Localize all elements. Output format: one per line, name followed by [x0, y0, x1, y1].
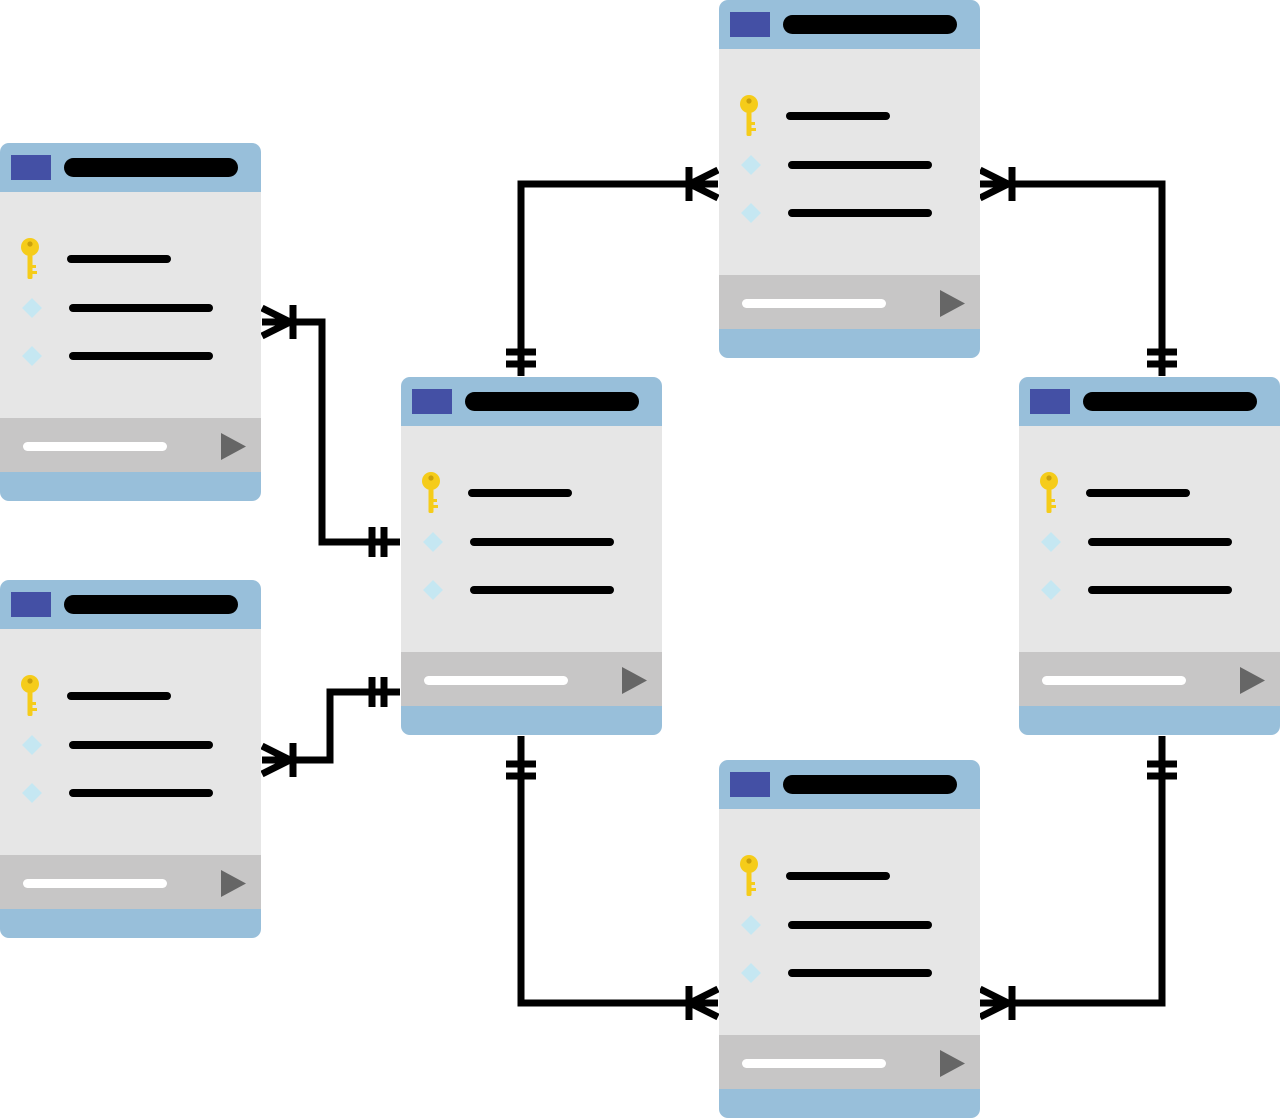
key-icon: [740, 95, 758, 136]
table-badge: [730, 772, 770, 797]
table-badge: [11, 592, 51, 617]
field-name-bar: [786, 112, 890, 120]
field-name-bar: [470, 538, 614, 546]
play-arrow-icon[interactable]: [622, 667, 647, 694]
relationship-line: [262, 688, 400, 764]
key-icon: [422, 472, 440, 513]
many-marker: [260, 742, 292, 778]
relationship-line: [517, 736, 718, 1007]
table-title-bar: [64, 595, 238, 614]
key-icon: [21, 675, 39, 716]
attribute-row: [22, 735, 213, 755]
field-name-bar: [788, 209, 932, 217]
diamond-icon: [423, 532, 443, 552]
footer-input-bar[interactable]: [742, 1059, 886, 1068]
attribute-row: [22, 346, 213, 366]
table-title-bar: [1083, 392, 1257, 411]
diamond-icon: [741, 963, 761, 983]
table-badge: [1030, 389, 1070, 414]
key-icon: [740, 855, 758, 896]
play-arrow-icon[interactable]: [221, 433, 246, 460]
table-card-left-bottom[interactable]: [0, 580, 261, 938]
play-arrow-icon[interactable]: [1240, 667, 1265, 694]
attribute-row: [22, 298, 213, 318]
relationship-line: [262, 318, 400, 546]
diamond-icon: [423, 580, 443, 600]
relationship-line: [980, 180, 1166, 376]
many-marker: [260, 304, 292, 340]
key-icon: [21, 238, 39, 279]
play-arrow-icon[interactable]: [940, 1050, 965, 1077]
table-card-top[interactable]: [719, 0, 980, 358]
play-arrow-icon[interactable]: [221, 870, 246, 897]
diamond-icon: [22, 783, 42, 803]
field-name-bar: [69, 352, 213, 360]
field-name-bar: [468, 489, 572, 497]
primary-key-row: [21, 675, 171, 716]
attribute-row: [741, 915, 932, 935]
many-marker: [978, 166, 1010, 202]
table-badge: [730, 12, 770, 37]
field-name-bar: [1088, 586, 1232, 594]
diamond-icon: [22, 735, 42, 755]
attribute-row: [741, 155, 932, 175]
many-marker: [978, 985, 1010, 1021]
table-badge: [412, 389, 452, 414]
footer-input-bar[interactable]: [424, 676, 568, 685]
attribute-row: [22, 783, 213, 803]
table-card-left-top[interactable]: [0, 143, 261, 501]
table-badge: [11, 155, 51, 180]
diamond-icon: [22, 298, 42, 318]
field-name-bar: [1088, 538, 1232, 546]
diamond-icon: [22, 346, 42, 366]
field-name-bar: [470, 586, 614, 594]
field-name-bar: [788, 161, 932, 169]
attribute-row: [1041, 580, 1232, 600]
table-card-bottom[interactable]: [719, 760, 980, 1118]
diamond-icon: [741, 915, 761, 935]
table-title-bar: [64, 158, 238, 177]
many-marker: [688, 166, 720, 202]
table-title-bar: [783, 15, 957, 34]
field-name-bar: [1086, 489, 1190, 497]
table-card-center[interactable]: [401, 377, 662, 735]
field-name-bar: [69, 304, 213, 312]
diamond-icon: [741, 155, 761, 175]
many-marker: [688, 985, 720, 1021]
field-name-bar: [69, 789, 213, 797]
field-name-bar: [788, 921, 932, 929]
footer-input-bar[interactable]: [23, 442, 167, 451]
diamond-icon: [741, 203, 761, 223]
field-name-bar: [67, 255, 171, 263]
play-arrow-icon[interactable]: [940, 290, 965, 317]
field-name-bar: [67, 692, 171, 700]
attribute-row: [423, 580, 614, 600]
diamond-icon: [1041, 532, 1061, 552]
attribute-row: [741, 203, 932, 223]
primary-key-row: [422, 472, 572, 513]
table-card-right[interactable]: [1019, 377, 1280, 735]
key-icon: [1040, 472, 1058, 513]
relationship-connectors: [260, 166, 1177, 1021]
table-title-bar: [783, 775, 957, 794]
attribute-row: [423, 532, 614, 552]
footer-input-bar[interactable]: [742, 299, 886, 308]
table-title-bar: [465, 392, 639, 411]
field-name-bar: [69, 741, 213, 749]
diamond-icon: [1041, 580, 1061, 600]
primary-key-row: [21, 238, 171, 279]
relationship-line: [980, 736, 1166, 1007]
attribute-row: [741, 963, 932, 983]
field-name-bar: [786, 872, 890, 880]
primary-key-row: [1040, 472, 1190, 513]
primary-key-row: [740, 855, 890, 896]
relationship-line: [517, 180, 718, 376]
field-name-bar: [788, 969, 932, 977]
attribute-row: [1041, 532, 1232, 552]
footer-input-bar[interactable]: [1042, 676, 1186, 685]
footer-input-bar[interactable]: [23, 879, 167, 888]
primary-key-row: [740, 95, 890, 136]
